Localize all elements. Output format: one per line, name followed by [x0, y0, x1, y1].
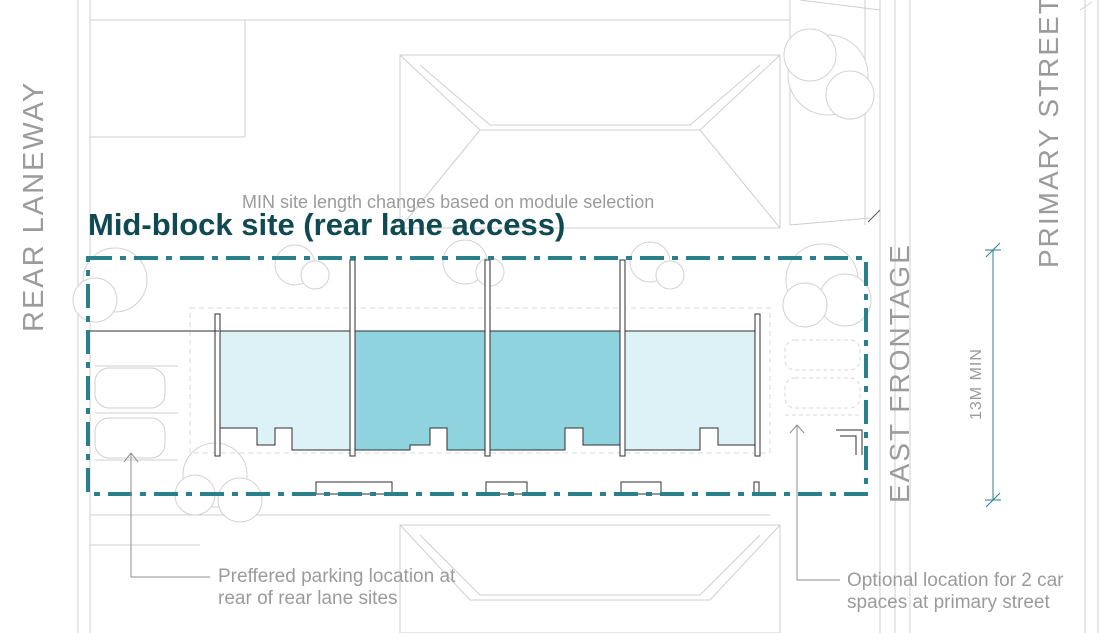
- front-wall-elements: [315, 429, 863, 495]
- tree-icons: [72, 28, 875, 523]
- optional-parking-note: Optional location for 2 car spaces at pr…: [847, 570, 1064, 614]
- parking-leader-arrow: [123, 452, 210, 578]
- house-roof-north: [399, 54, 781, 229]
- setback-outline: [189, 307, 771, 454]
- site-title: Mid-block site (rear lane access): [88, 207, 566, 242]
- rear-parking-outlines: [94, 365, 178, 461]
- front-parking-outlines: [784, 339, 861, 416]
- parking-note-line2: rear of rear lane sites: [218, 587, 398, 609]
- party-walls: [214, 259, 761, 457]
- property-lines: [77, 0, 1099, 633]
- min-length-tick: [867, 209, 881, 223]
- modules: [218, 330, 759, 451]
- module-3: [487, 330, 624, 451]
- site-boundary: [86, 256, 868, 496]
- optional-note-line1: Optional location for 2 car: [847, 570, 1064, 591]
- optional-note-line2: spaces at primary street: [847, 591, 1050, 613]
- primary-street-label: PRIMARY STREET: [1033, 0, 1064, 268]
- dimension-13m: [985, 242, 1001, 508]
- parking-note: Preffered parking location at rear of re…: [218, 566, 455, 610]
- house-roof-south: [399, 524, 781, 633]
- rear-laneway-label: REAR LANEWAY: [18, 80, 50, 332]
- module-2: [351, 330, 489, 451]
- optional-leader-arrow: [789, 424, 840, 581]
- min-length-note: MIN site length changes based on module …: [242, 192, 655, 212]
- east-frontage-label: EAST FRONTAGE: [884, 243, 915, 503]
- parking-note-line1: Preffered parking location at: [218, 566, 456, 587]
- module-1: [218, 330, 353, 451]
- dimension-label: 13M MIN: [968, 348, 985, 420]
- module-4: [622, 330, 759, 451]
